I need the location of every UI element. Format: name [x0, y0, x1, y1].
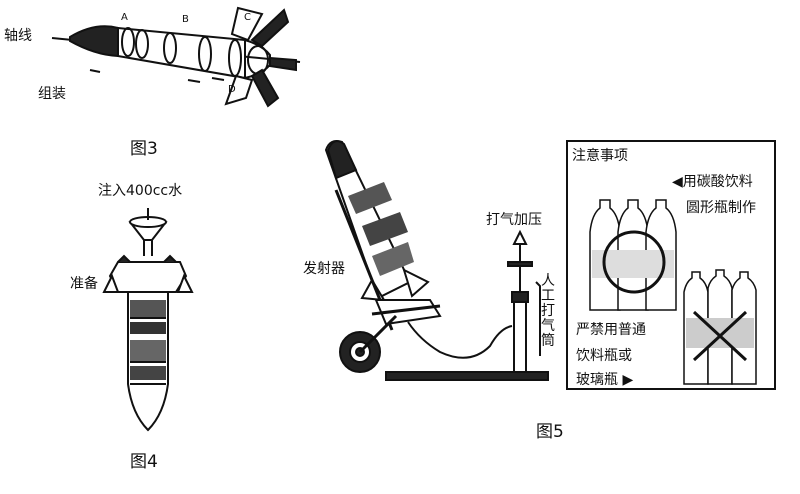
notice-use-line1: ◀用碳酸饮料: [672, 174, 753, 190]
figure4-caption: 图4: [130, 452, 158, 472]
figure4-inject-water-label: 注入400cc水: [98, 183, 183, 199]
figure5-pump-pressure-label: 打气加压: [486, 212, 542, 228]
figure5-manual-pump-label: 人工打气筒: [541, 273, 555, 349]
figure3-assemble-label: 组装: [38, 86, 66, 102]
figure3-caption: 图3: [130, 139, 158, 159]
notice-ban-line3: 玻璃瓶 ▶: [576, 372, 634, 388]
figure3-axis-label: 轴线: [4, 28, 32, 44]
figure3-segment-c-label: C: [244, 12, 251, 23]
figure3-segment-d-label: D: [228, 84, 236, 95]
figure5-launcher-label: 发射器: [303, 261, 345, 277]
figure5-caption: 图5: [536, 422, 564, 442]
notice-use-line2: 圆形瓶制作: [686, 200, 756, 216]
notice-ban-line2: 饮料瓶或: [576, 348, 632, 364]
notice-ban-line1: 严禁用普通: [576, 322, 646, 338]
figure4-prepare-label: 准备: [70, 276, 98, 292]
notice-title: 注意事项: [572, 148, 628, 164]
figure3-segment-a-label: A: [121, 12, 128, 23]
notice-box: [566, 140, 776, 390]
figure3-segment-b-label: B: [182, 14, 189, 25]
